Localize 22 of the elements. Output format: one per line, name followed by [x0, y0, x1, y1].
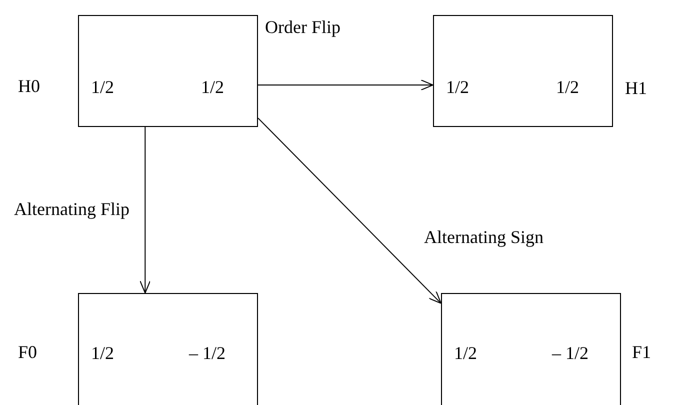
state-label: F1: [632, 343, 652, 361]
state-box: [433, 15, 613, 127]
state-label: H1: [625, 79, 647, 97]
value-text: 1/2: [91, 344, 114, 362]
value-text: – 1/2: [552, 344, 589, 362]
value-text: 1/2: [91, 78, 114, 96]
state-box: [78, 293, 258, 405]
arrow: [140, 126, 151, 294]
value-text: – 1/2: [189, 344, 226, 362]
state-label: F0: [18, 343, 38, 361]
state-label: H0: [18, 77, 40, 95]
value-text: 1/2: [201, 78, 224, 96]
arrow: [258, 80, 434, 90]
edge-label: Order Flip: [265, 18, 340, 36]
state-box: [441, 293, 621, 405]
value-text: 1/2: [454, 344, 478, 362]
value-text: 1/2: [446, 78, 470, 96]
arrow: [258, 118, 442, 304]
state-box: [78, 15, 258, 127]
edge-label: Alternating Sign: [424, 228, 544, 246]
edge-label: Alternating Flip: [14, 200, 130, 218]
value-text: 1/2: [556, 78, 580, 96]
